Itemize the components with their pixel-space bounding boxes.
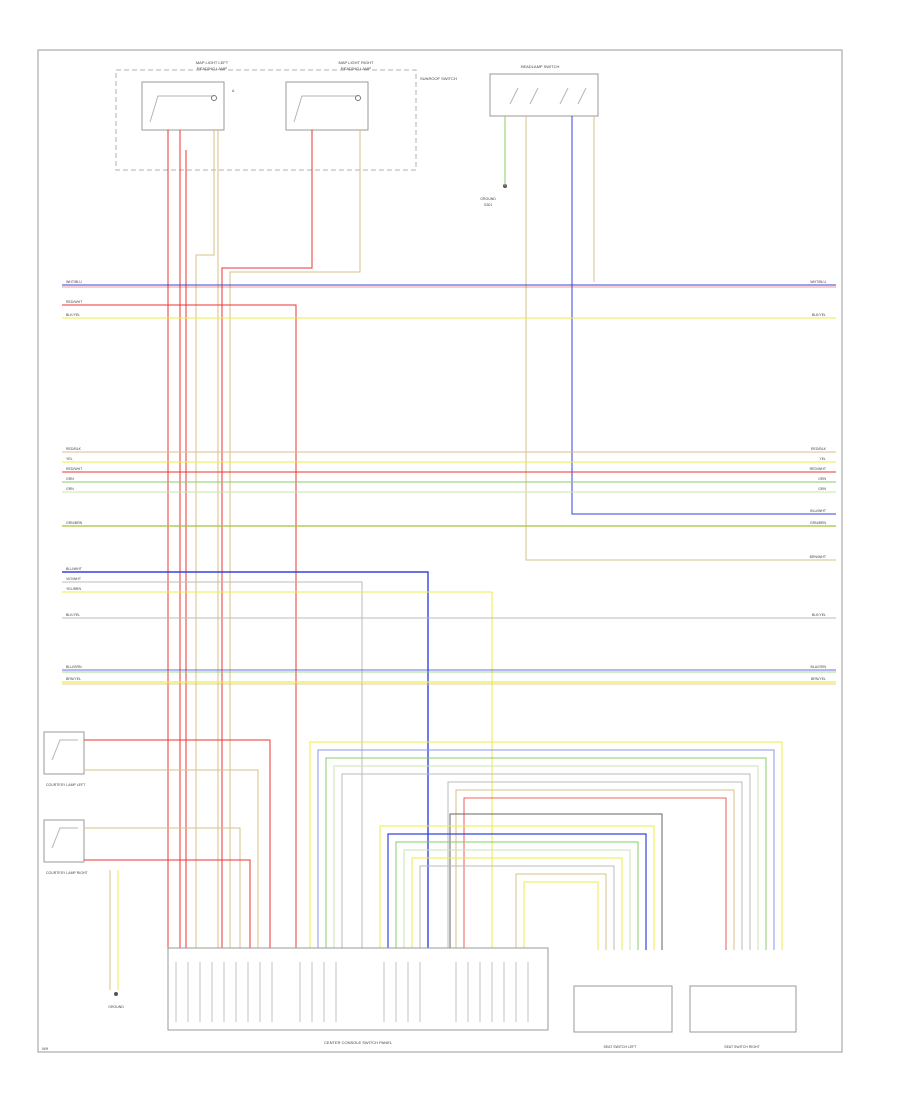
bus-lines — [62, 284, 836, 950]
right-lamp-box — [285, 81, 369, 131]
right-lamp-bulb-icon — [355, 95, 361, 101]
headlamp-switch-label: HEADLAMP SWITCH — [521, 64, 560, 69]
left-lamp-bulb-icon — [211, 95, 217, 101]
svg-text:BLK/YEL: BLK/YEL — [66, 613, 80, 617]
courtesy-wires — [84, 739, 271, 990]
switch-panel-pin-labels — [175, 962, 529, 1022]
svg-text:BLU/WHT: BLU/WHT — [810, 509, 827, 513]
courtesy-lamp-left: COURTESY LAMP LEFT — [43, 731, 86, 787]
svg-text:RED/WHT: RED/WHT — [810, 467, 827, 471]
left-lamp-switch-icon — [149, 95, 214, 123]
left-lamp-box — [141, 81, 225, 131]
svg-text:GRN: GRN — [66, 487, 74, 491]
seat-switch-left-label: SEAT SWITCH LEFT — [603, 1045, 637, 1049]
bus-labels-left: WHT/BLU RED/WHT BLK/YEL RED/BLK YEL RED/… — [66, 280, 83, 681]
svg-text:YEL/BRN: YEL/BRN — [66, 587, 81, 591]
svg-text:GRN: GRN — [818, 487, 826, 491]
seat-switch-feeders — [309, 741, 783, 950]
svg-text:RED/BLK: RED/BLK — [811, 447, 827, 451]
diagram-frame — [37, 49, 843, 1053]
bus-labels-right: WHT/BLU BLK/YEL RED/BLK YEL RED/WHT GRN … — [810, 280, 827, 681]
svg-text:YEL: YEL — [66, 457, 73, 461]
svg-text:BLU/GRN: BLU/GRN — [66, 665, 82, 669]
headlamp-switch-wires — [504, 116, 836, 561]
right-lamp-label-a: MAP LIGHT RIGHT — [339, 60, 375, 65]
svg-text:BRN/YEL: BRN/YEL — [66, 677, 81, 681]
headlamp-switch-box — [489, 73, 599, 117]
left-lamp-label-a: MAP LIGHT LEFT — [196, 60, 229, 65]
courtesy-lamp-right: COURTESY LAMP RIGHT — [43, 819, 88, 875]
switch-panel-module — [167, 947, 549, 1031]
svg-text:A: A — [232, 89, 235, 93]
svg-text:BLU/GRN: BLU/GRN — [810, 665, 826, 669]
ground-label-2: G301 — [484, 203, 493, 207]
svg-text:RED/WHT: RED/WHT — [66, 467, 83, 471]
headlamp-switch: HEADLAMP SWITCH — [489, 64, 599, 117]
svg-text:COURTESY LAMP RIGHT: COURTESY LAMP RIGHT — [46, 871, 88, 875]
svg-text:WHT/BLU: WHT/BLU — [810, 280, 826, 284]
svg-text:GRN: GRN — [818, 477, 826, 481]
svg-text:BLK/YEL: BLK/YEL — [66, 313, 80, 317]
seat-switch-right — [689, 985, 797, 1033]
svg-text:GRN/BRN: GRN/BRN — [66, 521, 83, 525]
svg-text:GRN: GRN — [66, 477, 74, 481]
left-lamp-label-b: READING LAMP — [197, 66, 228, 71]
ground-bottom-label: GROUND — [108, 1005, 124, 1009]
svg-text:WHT/BLU: WHT/BLU — [66, 280, 82, 284]
right-lamp-label-b: READING LAMP — [341, 66, 372, 71]
svg-text:VIO/WHT: VIO/WHT — [66, 577, 82, 581]
svg-text:BRN/WHT: BRN/WHT — [810, 555, 827, 559]
seat-switch-left — [573, 985, 673, 1033]
svg-text:COURTESY LAMP LEFT: COURTESY LAMP LEFT — [46, 783, 86, 787]
headlamp-switch-contacts-icon — [509, 87, 587, 105]
svg-text:GRN/BRN: GRN/BRN — [810, 521, 827, 525]
svg-text:BRN/YEL: BRN/YEL — [811, 677, 826, 681]
lamp-wires — [167, 130, 361, 950]
sunroof-label: SUNROOF SWITCH — [420, 76, 457, 81]
svg-text:BLU/WHT: BLU/WHT — [66, 567, 83, 571]
svg-text:RED/WHT: RED/WHT — [66, 300, 83, 304]
switch-panel-label: CENTER CONSOLE SWITCH PANEL — [324, 1040, 393, 1045]
seat-switch-right-label: SEAT SWITCH RIGHT — [724, 1045, 760, 1049]
ground-label-1: GROUND — [480, 197, 496, 201]
ground-bottom-icon — [114, 992, 118, 996]
left-map-lamp: MAP LIGHT LEFT READING LAMP A — [141, 60, 235, 131]
svg-text:BLK/YEL: BLK/YEL — [812, 313, 826, 317]
right-map-lamp: MAP LIGHT RIGHT READING LAMP — [285, 60, 375, 131]
svg-text:BLK/YEL: BLK/YEL — [812, 613, 826, 617]
right-lamp-switch-icon — [293, 95, 358, 123]
svg-text:YEL: YEL — [819, 457, 826, 461]
svg-text:RED/BLK: RED/BLK — [66, 447, 82, 451]
footer-code: W9 — [42, 1046, 49, 1051]
